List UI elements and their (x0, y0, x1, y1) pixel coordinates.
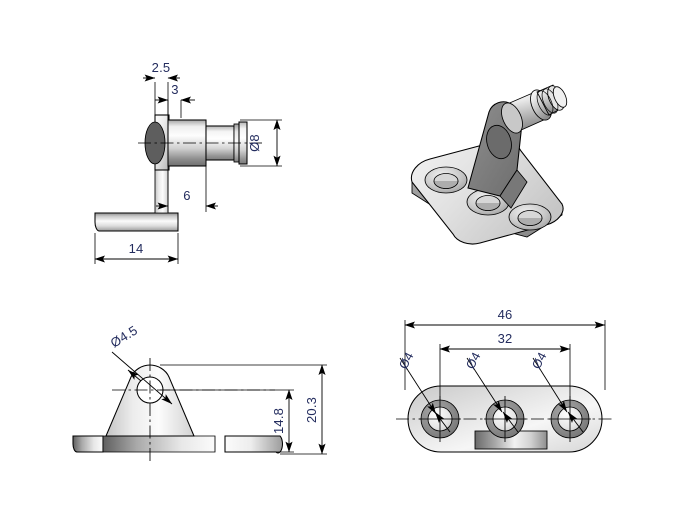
front-base-left (72, 435, 104, 453)
side-base-plate (94, 212, 179, 232)
dim-3-label: 3 (171, 82, 178, 97)
view-side: 2.5 3 Ø8 6 14 (94, 60, 282, 264)
dim-dia-4-left-label: Ø4 (396, 350, 416, 371)
dim-32: 32 (439, 331, 571, 400)
view-iso (410, 84, 568, 245)
side-view-geometry (94, 114, 262, 232)
dim-dia-8-label: Ø8 (247, 134, 262, 152)
view-plan: 46 32 Ø4 Ø4 Ø4 (396, 307, 614, 453)
iso-lug-foot (499, 169, 528, 209)
dim-20-3-label: 20.3 (304, 397, 319, 423)
dim-dia-4-right-label: Ø4 (529, 350, 549, 371)
dim-dia-4-right: Ø4 (529, 350, 584, 433)
dim-dia-8: Ø8 (240, 119, 282, 167)
dim-dia-4-left: Ø4 (396, 350, 451, 433)
dim-dia-4-mid-label: Ø4 (463, 350, 483, 371)
iso-hole-3 (508, 203, 552, 231)
front-base-left-2 (102, 435, 216, 453)
dim-46: 46 (404, 307, 606, 390)
dim-46-label: 46 (498, 307, 513, 322)
dim-14-8-label: 14.8 (271, 408, 286, 434)
dim-32-label: 32 (498, 331, 513, 346)
dim-3: 3 (155, 82, 195, 120)
front-base-right (224, 435, 283, 454)
dim-dia-4-mid: Ø4 (463, 350, 519, 433)
dim-2-5-label: 2.5 (152, 60, 171, 75)
iso-stud (501, 84, 568, 134)
iso-ear-hole (486, 124, 512, 160)
dim-6: 6 (156, 160, 218, 212)
dim-20-3: 20.3 (160, 364, 327, 455)
dim-14-label: 14 (129, 241, 144, 256)
dim-14-8: 14.8 (160, 389, 294, 453)
iso-hole-1 (424, 166, 468, 194)
dim-6-label: 6 (183, 188, 190, 203)
view-front: Ø4.5 14.8 20.3 (72, 322, 327, 462)
dim-14: 14 (94, 233, 179, 264)
